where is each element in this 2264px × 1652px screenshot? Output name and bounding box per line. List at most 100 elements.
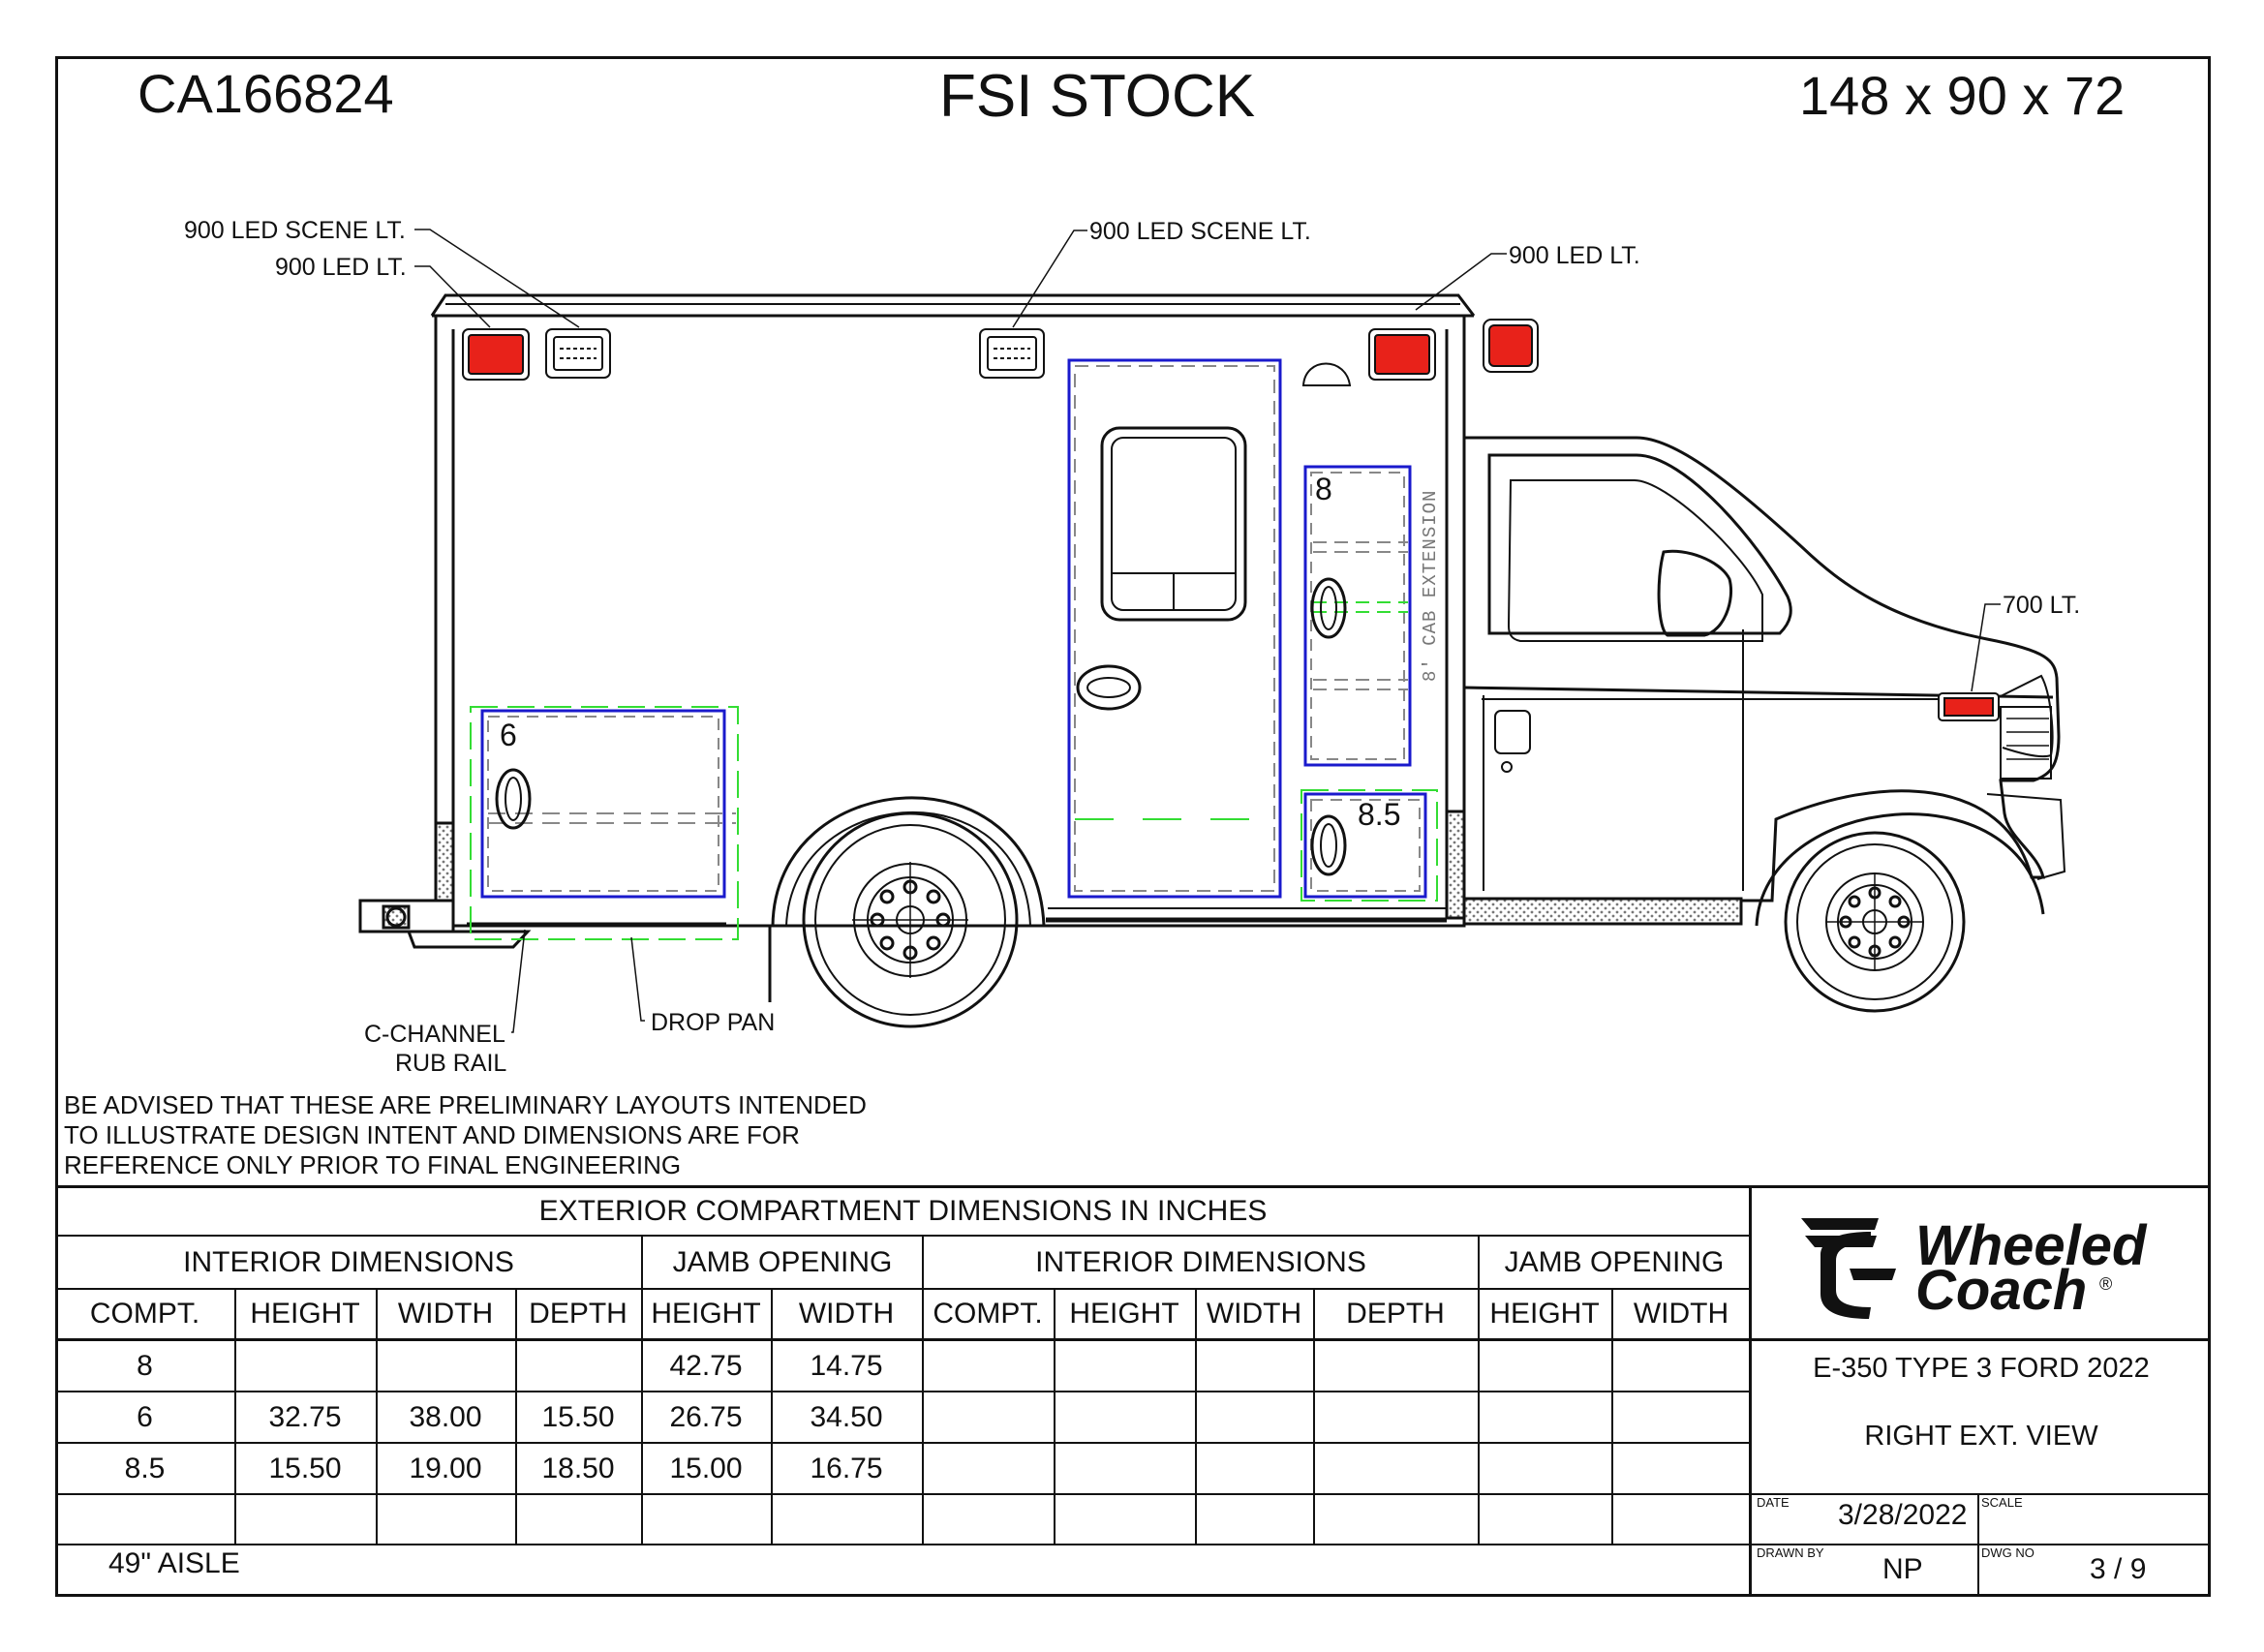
table-column-header: WIDTH [798, 1298, 895, 1330]
table-cell [922, 1495, 1054, 1545]
rear-wheel [802, 811, 1019, 1028]
callout-700-light: 700 LT. [2003, 592, 2080, 619]
table-cell [1313, 1341, 1478, 1391]
table-column-header: COMPT. [89, 1298, 200, 1330]
group-interior-left: INTERIOR DIMENSIONS [183, 1245, 514, 1278]
table-column-header: WIDTH [397, 1298, 494, 1330]
table-cell: 19.00 [409, 1452, 482, 1484]
disclaimer: BE ADVISED THAT THESE ARE PRELIMINARY LA… [64, 1090, 867, 1180]
group-jamb-right: JAMB OPENING [1504, 1245, 1725, 1278]
table-cell [1611, 1495, 1751, 1545]
logo-coach: Coach [1915, 1259, 2087, 1322]
table-cell [55, 1495, 234, 1545]
compartment-8-label: 8 [1315, 472, 1332, 506]
table-cell [1313, 1444, 1478, 1493]
table-title: EXTERIOR COMPARTMENT DIMENSIONS IN INCHE… [538, 1195, 1268, 1227]
warning-light-front-box [1368, 328, 1436, 381]
side-entry-door [1067, 358, 1282, 899]
table-cell: 18.50 [541, 1452, 615, 1484]
table-cell: 34.50 [810, 1400, 883, 1433]
table-cell: 32.75 [268, 1400, 342, 1433]
table-cell [771, 1495, 922, 1545]
scene-light-rear [545, 328, 611, 379]
callout-scene-light-center: 900 LED SCENE LT. [1089, 218, 1311, 245]
warning-light-header [1483, 319, 1539, 373]
dwg-no-label: DWG NO [1981, 1545, 2035, 1560]
job-number: CA166824 [138, 63, 394, 124]
table-cell [1054, 1341, 1195, 1391]
table-cell [1478, 1392, 1611, 1442]
compartment-6-label: 6 [500, 718, 517, 752]
table-cell: 14.75 [810, 1349, 883, 1382]
callout-rub-rail: RUB RAIL [395, 1050, 506, 1077]
cab-extension-label: 8' CAB EXTENSION [1420, 490, 1441, 682]
table-cell: 26.75 [669, 1400, 743, 1433]
wheeled-coach-logo: Wheeled Coach ® [1801, 1214, 2148, 1322]
table-cell [1195, 1495, 1313, 1545]
drawn-by-value: NP [1882, 1553, 1923, 1585]
table-cell [1478, 1495, 1611, 1545]
table-column-header: DEPTH [1346, 1298, 1445, 1330]
drawing-border [55, 56, 2211, 1597]
callout-leaders [414, 229, 2001, 1033]
ambulance-box [358, 293, 2066, 1028]
warning-light-rear-left [462, 328, 530, 381]
table-cell [1195, 1392, 1313, 1442]
table-cell [922, 1444, 1054, 1493]
c-channel-rub-rail [358, 899, 532, 949]
table-column-header: HEIGHT [1069, 1298, 1179, 1330]
table-cell [234, 1341, 376, 1391]
table-cell: 8.5 [124, 1452, 166, 1484]
table-column-header: DEPTH [529, 1298, 627, 1330]
table-cell: 8 [137, 1349, 153, 1382]
table-cell [376, 1495, 515, 1545]
table-cell [641, 1495, 771, 1545]
callout-led-light-left: 900 LED LT. [275, 254, 407, 281]
callout-c-channel: C-CHANNEL [364, 1021, 505, 1048]
table-cell [1611, 1341, 1751, 1391]
table-column-header: HEIGHT [1489, 1298, 1600, 1330]
dwg-no-value: 3 / 9 [2090, 1553, 2147, 1585]
table-column-header: WIDTH [1633, 1298, 1729, 1330]
group-interior-right: INTERIOR DIMENSIONS [1035, 1245, 1366, 1278]
table-cell [1313, 1495, 1478, 1545]
table-cell [515, 1341, 641, 1391]
logo-registered-mark: ® [2099, 1274, 2112, 1294]
table-cell: 15.50 [268, 1452, 342, 1484]
front-wheel [1784, 831, 1966, 1013]
table-cell [1054, 1444, 1195, 1493]
table-cell: 42.75 [669, 1349, 743, 1382]
compartment-8-5-label: 8.5 [1358, 797, 1400, 832]
scale-label: SCALE [1981, 1495, 2023, 1510]
disclaimer-line: BE ADVISED THAT THESE ARE PRELIMINARY LA… [64, 1090, 867, 1119]
vehicle-model: E-350 TYPE 3 FORD 2022 [1813, 1352, 2150, 1384]
compartment-6 [470, 706, 739, 940]
callout-scene-light-left: 900 LED SCENE LT. [184, 217, 406, 244]
logo-wheeled: Wheeled [1915, 1214, 2148, 1277]
group-jamb-left: JAMB OPENING [672, 1245, 893, 1278]
callout-led-light-right: 900 LED LT. [1509, 242, 1640, 269]
table-column-header: HEIGHT [250, 1298, 360, 1330]
table-cell [376, 1341, 515, 1391]
callout-drop-pan: DROP PAN [651, 1009, 775, 1036]
table-cell [1611, 1444, 1751, 1493]
table-cell [1478, 1341, 1611, 1391]
table-cell [922, 1392, 1054, 1442]
table-cell: 16.75 [810, 1452, 883, 1484]
table-cell [1195, 1444, 1313, 1493]
table-cell [1313, 1392, 1478, 1442]
table-cell [234, 1495, 376, 1545]
disclaimer-line: REFERENCE ONLY PRIOR TO FINAL ENGINEERIN… [64, 1150, 682, 1179]
table-cell: 38.00 [409, 1400, 482, 1433]
table-cell [515, 1495, 641, 1545]
scene-light-center [979, 328, 1045, 379]
date-label: DATE [1757, 1495, 1790, 1510]
drawing-title: FSI STOCK [939, 63, 1256, 130]
date-value: 3/28/2022 [1838, 1499, 1968, 1531]
table-cell [1478, 1444, 1611, 1493]
aisle-note: 49" AISLE [108, 1547, 240, 1579]
compartment-8-5 [1300, 789, 1438, 902]
table-cell [1054, 1392, 1195, 1442]
table-cell: 15.50 [541, 1400, 615, 1433]
